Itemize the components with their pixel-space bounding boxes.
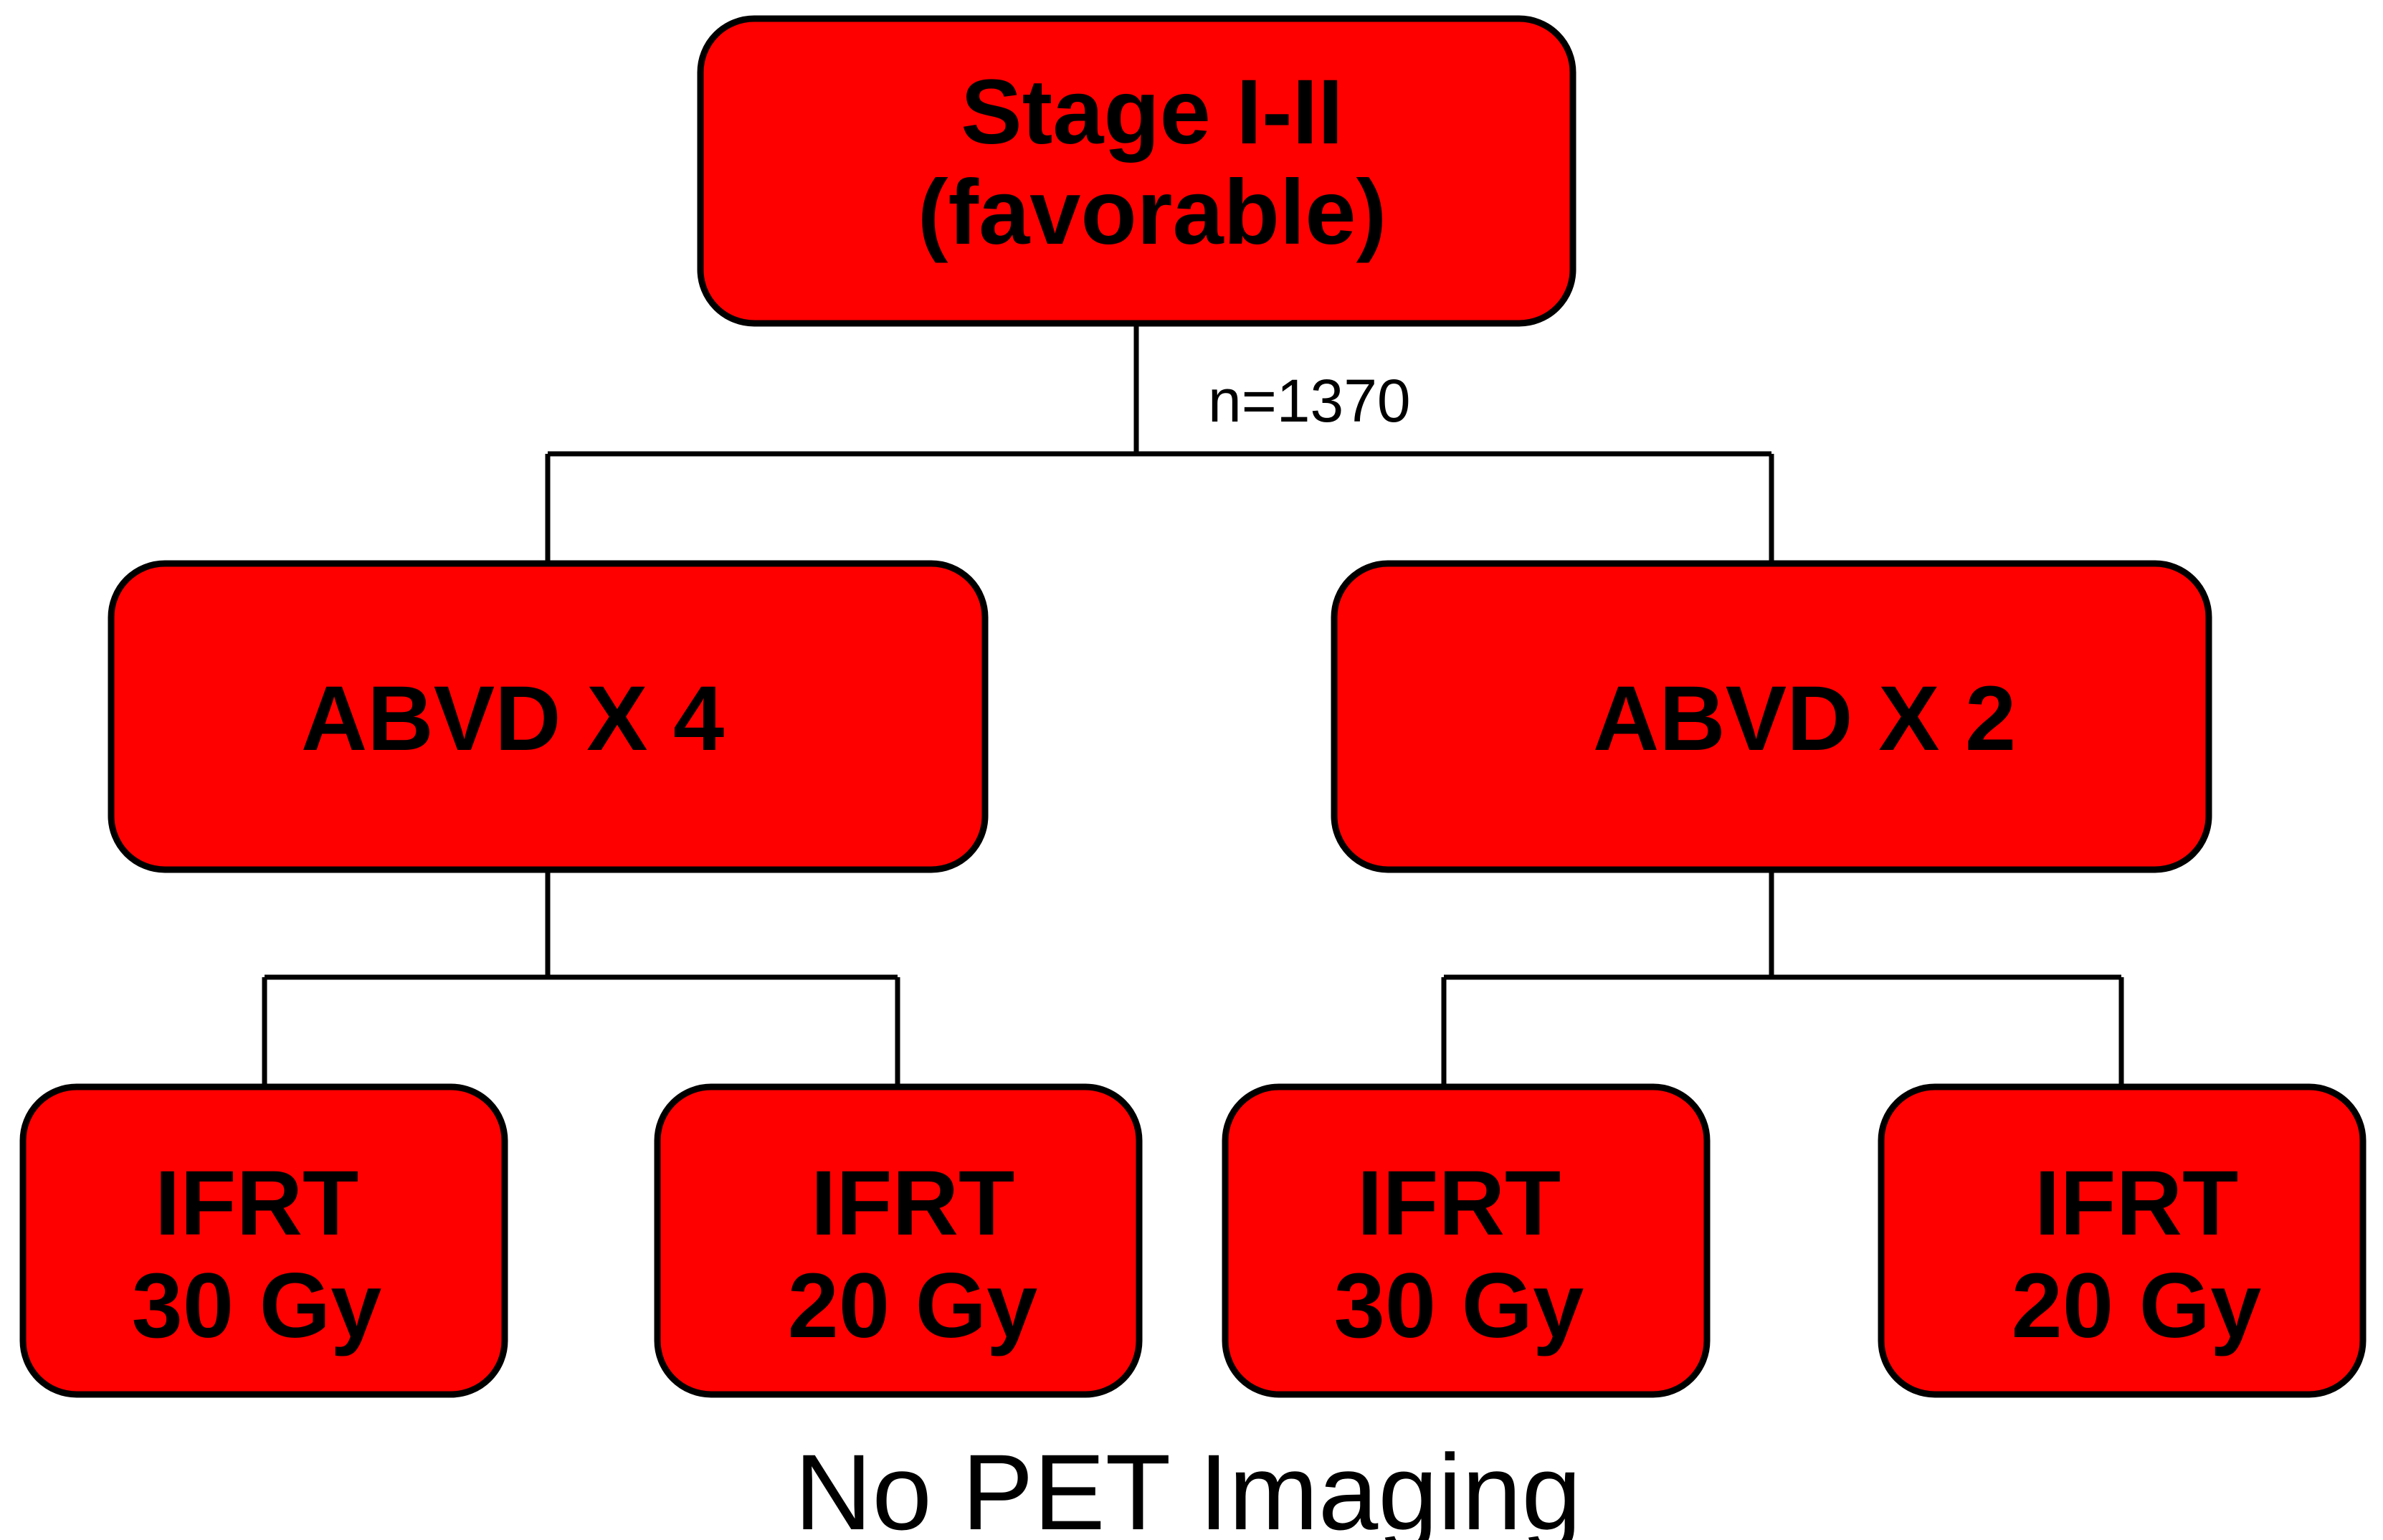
leaf-line2: 30 Gy: [132, 1255, 382, 1357]
leaf-node-abvd4-ifrt20: IFRT 20 Gy: [654, 1083, 1143, 1398]
leaf-line2: 30 Gy: [1334, 1255, 1584, 1357]
arm-node-abvd-2: ABVD X 2: [1331, 560, 2212, 873]
arm-node-abvd-4: ABVD X 4: [108, 560, 989, 873]
root-node-stage: Stage I-II (favorable): [697, 15, 1576, 327]
leaf-node-abvd2-ifrt20: IFRT 20 Gy: [1878, 1083, 2367, 1398]
leaf-line2: 20 Gy: [2012, 1255, 2262, 1357]
sample-size-label: n=1370: [1208, 367, 1411, 434]
arm-label: ABVD X 2: [1593, 667, 2016, 770]
root-line1: Stage I-II: [961, 61, 1343, 163]
connector-lines: [262, 323, 2124, 1087]
leaf-line1: IFRT: [155, 1152, 358, 1255]
leaf-line1: IFRT: [1357, 1152, 1561, 1255]
caption: No PET Imaging: [794, 1432, 1581, 1540]
leaf-line1: IFRT: [2035, 1152, 2238, 1255]
leaf-node-abvd2-ifrt30: IFRT 30 Gy: [1222, 1083, 1711, 1398]
leaf-line1: IFRT: [811, 1152, 1014, 1255]
root-line2: (favorable): [918, 161, 1386, 264]
arm-label: ABVD X 4: [301, 667, 724, 770]
leaf-line2: 20 Gy: [788, 1255, 1038, 1357]
leaf-node-abvd4-ifrt30: IFRT 30 Gy: [19, 1083, 508, 1398]
